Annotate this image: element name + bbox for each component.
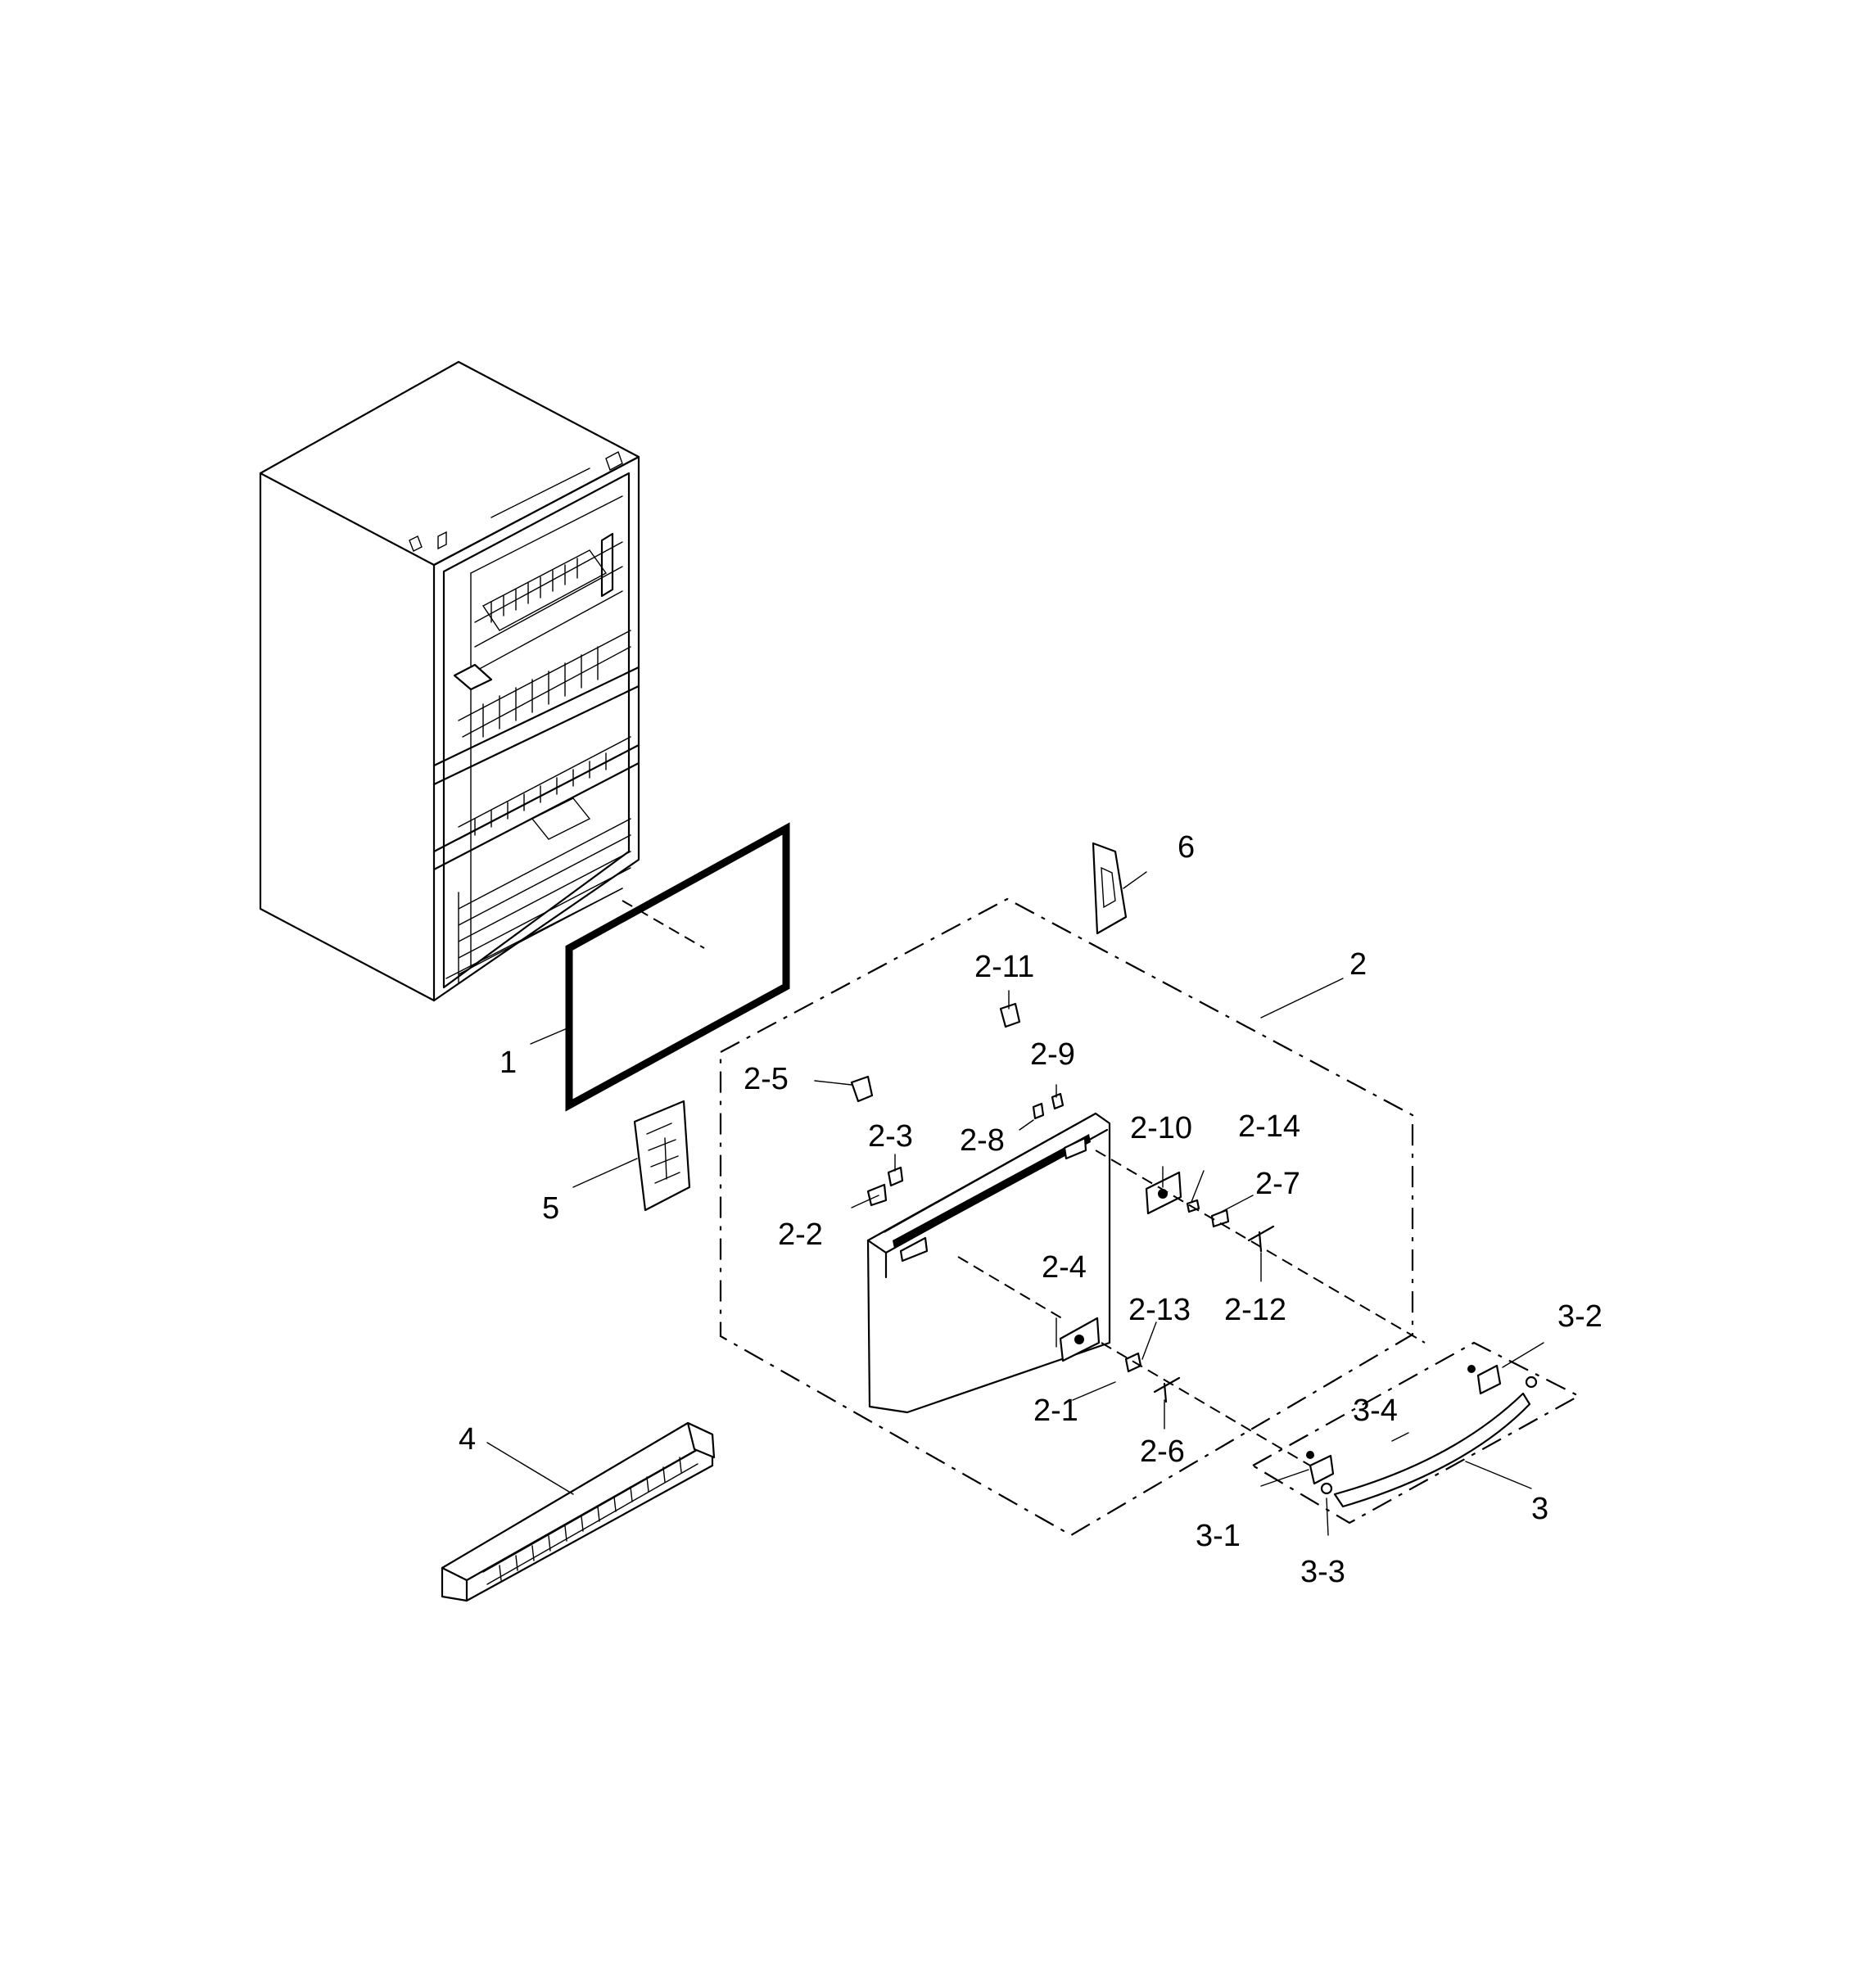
label-2-1: 2-1: [1033, 1394, 1078, 1428]
label-2-8: 2-8: [960, 1123, 1005, 1158]
label-3-1: 3-1: [1196, 1519, 1241, 1553]
label-1: 1: [500, 1046, 517, 1080]
label-3-3: 3-3: [1300, 1555, 1345, 1589]
label-2-7: 2-7: [1255, 1167, 1300, 1201]
label-2-9: 2-9: [1030, 1037, 1075, 1072]
freezer-handle: [1250, 1341, 1581, 1525]
label-2-10: 2-10: [1130, 1111, 1192, 1145]
door-gasket: [565, 822, 790, 1112]
refrigerator-cabinet: [259, 360, 640, 1002]
label-3-4: 3-4: [1353, 1394, 1398, 1428]
label-3-2: 3-2: [1557, 1299, 1603, 1334]
callout-labels: 1 2 2-1 2-2 2-3 2-4 2-5 2-6 2-7 2-8 2-9 …: [459, 830, 1603, 1589]
label-2-5: 2-5: [744, 1062, 789, 1096]
label-6: 6: [1178, 830, 1195, 865]
door-assembly-boundary: [719, 897, 1414, 1537]
freezer-door-panel: [866, 1112, 1111, 1414]
freezer-bin: [441, 1421, 716, 1602]
leader-lines: [486, 871, 1544, 1536]
label-2-4: 2-4: [1042, 1250, 1087, 1285]
label-4: 4: [459, 1422, 476, 1457]
label-3: 3: [1531, 1492, 1548, 1526]
label-2-3: 2-3: [868, 1119, 913, 1154]
label-5: 5: [542, 1191, 559, 1226]
small-parts: [850, 1002, 1426, 1466]
label-2-2: 2-2: [778, 1217, 823, 1252]
label-2-6: 2-6: [1140, 1434, 1185, 1469]
label-2-12: 2-12: [1224, 1293, 1286, 1327]
hinge-bracket-right: [1092, 842, 1128, 935]
label-2-14: 2-14: [1238, 1109, 1300, 1144]
label-2-11: 2-11: [974, 950, 1034, 984]
label-2: 2: [1349, 947, 1367, 982]
hinge-bracket-left: [633, 1100, 691, 1212]
label-2-13: 2-13: [1128, 1293, 1191, 1327]
